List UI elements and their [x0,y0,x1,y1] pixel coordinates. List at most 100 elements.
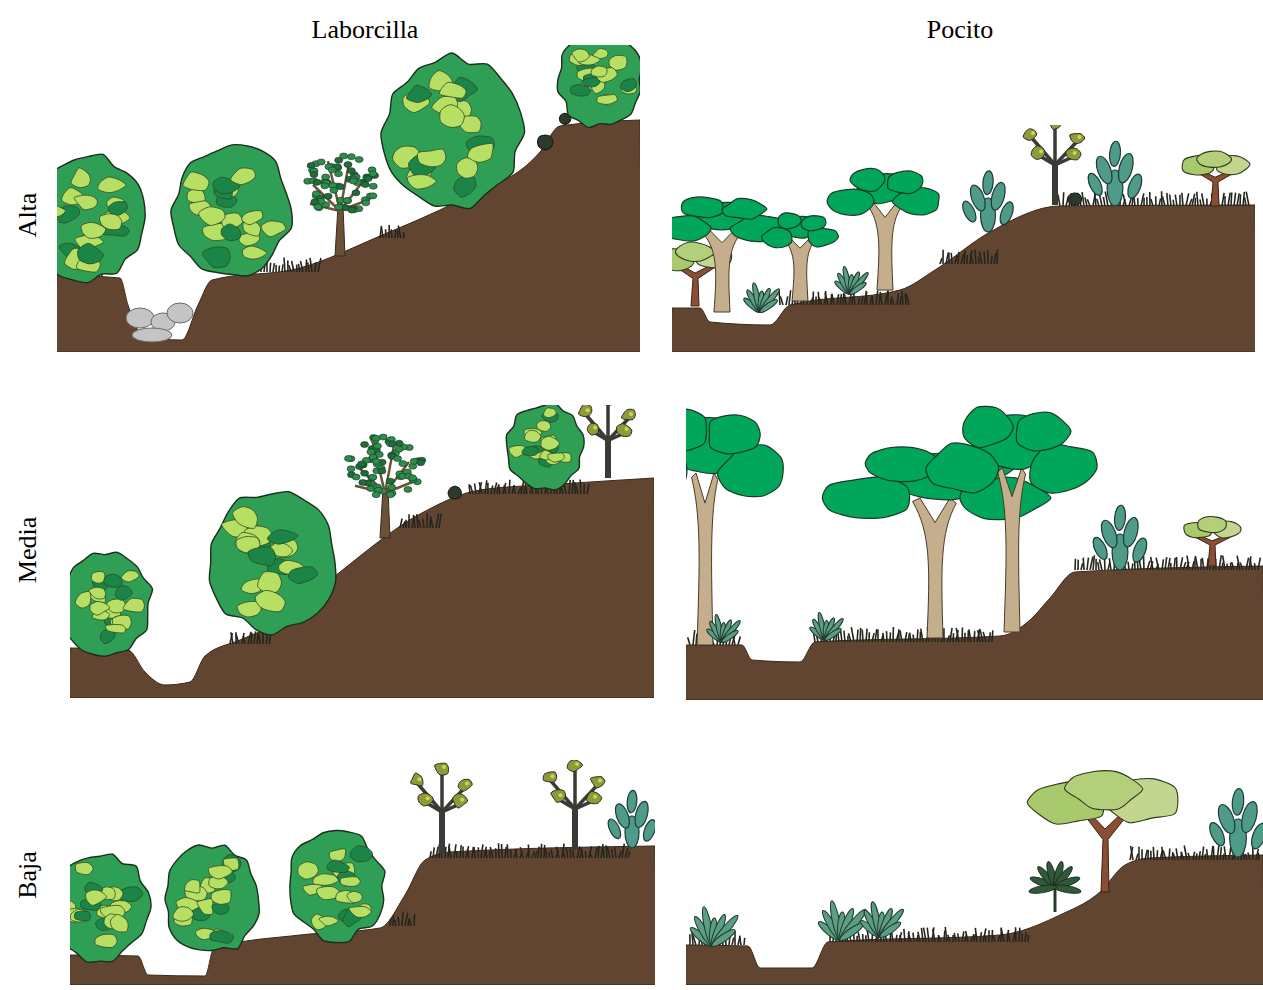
grass [515,849,517,858]
leaf [321,183,329,189]
shrub-leaf [347,891,362,903]
landscape-panel [686,771,1263,985]
joshua-bud [442,765,446,769]
grass [460,845,461,858]
canopy [681,197,723,218]
grass [957,252,959,264]
grass [1217,845,1219,860]
grass [1131,563,1133,570]
cactus-pad [1114,505,1127,531]
grass [390,229,392,238]
grass [738,637,740,645]
grass [1103,197,1105,206]
grass [489,851,491,858]
grass [1074,559,1076,570]
grass [243,636,245,644]
shrub-leaf [197,899,213,915]
grass [607,847,610,858]
trunk [692,473,718,645]
agave-leaf [721,629,740,644]
shrub-leaf [541,436,560,450]
grass [988,930,990,942]
grass [1098,562,1099,570]
agave-leaf [849,281,868,296]
shrub [209,492,336,635]
grass [740,936,741,945]
grass [1093,193,1095,206]
grass [887,290,889,305]
grass [1087,199,1090,206]
shrub-leaf [70,909,90,922]
grass [381,226,383,238]
joshua-leaves [591,777,605,788]
grass [495,848,497,858]
grass [844,630,845,642]
leaf [312,191,320,197]
grass [1173,854,1175,860]
branch [440,771,444,812]
joshua-leaves [586,792,601,804]
grass [870,295,872,305]
grass [314,262,316,272]
grass [743,938,745,945]
small-shrub [537,135,552,150]
joshua-leaves [567,760,582,772]
grass [998,935,999,942]
frond [1053,883,1082,895]
grass [1193,852,1195,860]
grass [1175,195,1177,206]
grass [952,633,954,642]
grass [938,935,941,942]
grass [859,628,861,642]
rock [126,308,154,328]
grass [1206,198,1208,206]
grass [402,911,403,926]
column-label: Pocito [927,17,993,43]
grass [1082,558,1084,570]
grass [1227,564,1228,570]
shrub-leaf [468,143,494,162]
grass [298,264,300,272]
grass [273,263,274,272]
leaf [343,197,351,203]
grass [1170,563,1172,570]
leaf [348,207,356,213]
grass [780,296,783,305]
grass [456,851,458,858]
grass [886,631,888,642]
shrub-leaf [242,211,263,225]
shrub-leaf [258,572,282,593]
grass [1179,195,1181,206]
column-label: Laborcilla [312,17,419,43]
leaf [386,492,394,498]
grass [472,847,473,858]
agave-leaf [758,298,778,314]
landscape-panel [57,45,640,352]
agave-leaf [878,907,906,939]
shrub-leaf [319,916,338,926]
grass [1222,193,1224,206]
grass [861,296,863,305]
grass [885,291,888,305]
grass [417,514,418,528]
grass [916,629,919,642]
leaf [372,458,380,464]
shrub-leaf [327,860,349,873]
grass [1097,199,1099,206]
grass [964,250,965,264]
grass [1240,563,1243,570]
grass [897,293,899,305]
grass [946,253,948,264]
grass [576,485,578,494]
grass [955,255,957,264]
joshua-bud [559,793,563,797]
shrub-leaf [185,880,200,893]
grass [254,631,256,644]
trunk [913,498,957,638]
shrub-leaf [123,598,144,612]
canopy [686,409,706,451]
shrub-leaf [525,430,541,442]
joshua-leaves [453,794,468,808]
grass [579,479,581,494]
grass [856,630,859,642]
